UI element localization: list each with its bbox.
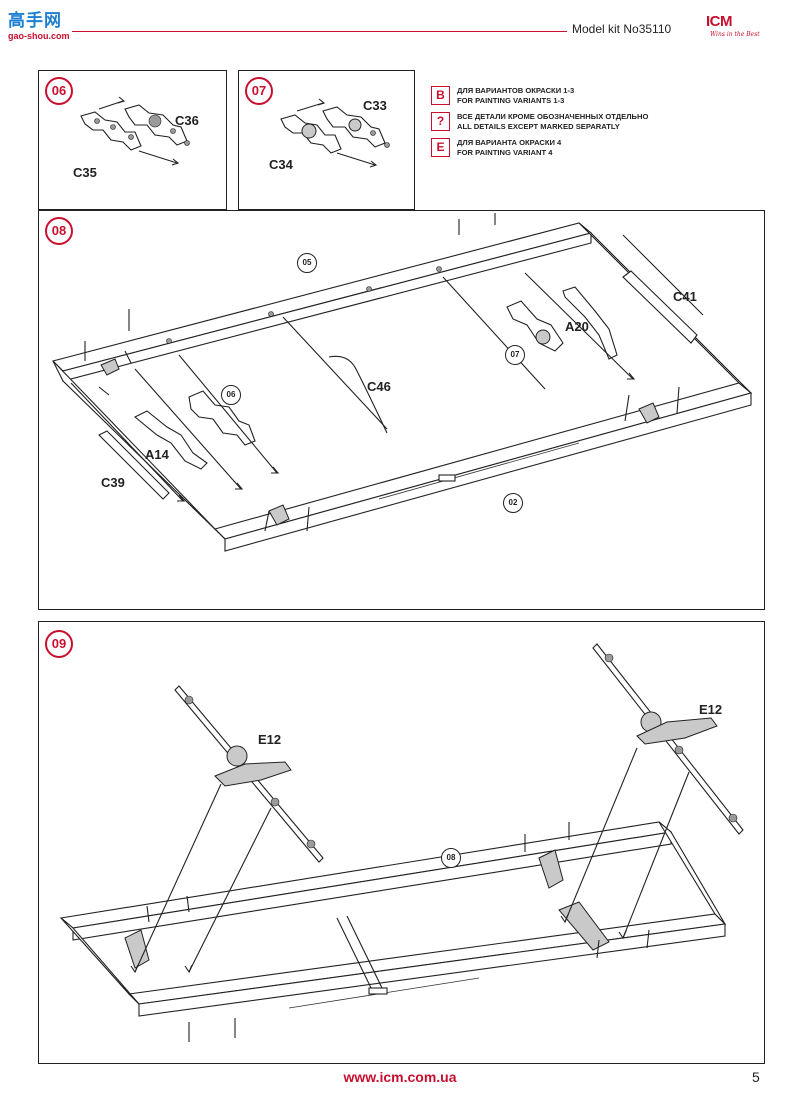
label-c35: C35 [73,165,97,180]
label-c46: C46 [367,379,391,394]
label-c34: C34 [269,157,293,172]
step-06-badge: 06 [45,77,73,105]
legend-ru: ДЛЯ ВАРИАНТОВ ОКРАСКИ 1-3 [457,86,575,95]
step-09-panel: 09 E12 E12 08 [38,621,765,1064]
footer-url[interactable]: www.icm.com.ua [343,1069,457,1085]
ref-06: 06 [221,385,241,405]
brand-name: ICM [706,13,733,30]
legend-symbol: ? [431,112,450,131]
legend-en: ALL DETAILS EXCEPT MARKED SEPARATLY [457,122,620,131]
legend-symbol: B [431,86,450,105]
step-07-panel: 07 C33 C34 [238,70,415,210]
header-rule [72,31,567,32]
step-09-badge: 09 [45,630,73,658]
label-a20: A20 [565,319,589,334]
model-kit-title: Model kit No35110 [572,22,672,36]
label-c33: C33 [363,98,387,113]
step-08-badge: 08 [45,217,73,245]
legend-en: FOR PAINTING VARIANTS 1-3 [457,96,565,105]
legend-ru: ДЛЯ ВАРИАНТА ОКРАСКИ 4 [457,138,562,147]
ref-05: 05 [297,253,317,273]
step-07-badge: 07 [245,77,273,105]
step-06-drawing [80,96,190,166]
brand-motto: Wins in the Best [710,31,760,38]
label-c41: C41 [673,289,697,304]
page-number: 5 [752,1069,760,1085]
step-06-panel: 06 C36 C35 [38,70,227,210]
watermark-logo: 高手网 gao-shou.com [8,6,72,42]
label-a14: A14 [145,447,169,462]
label-e12-left: E12 [258,732,282,747]
watermark-cn: 高手网 [8,11,62,31]
legend-ru: ВСЕ ДЕТАЛИ КРОМЕ ОБОЗНАЧЕННЫХ ОТДЕЛЬНО [457,112,649,121]
label-e12-right: E12 [699,702,723,717]
step-08-drawing [51,213,753,552]
legend-en: FOR PAINTING VARIANT 4 [457,148,553,157]
step-08-panel: 08 [38,210,765,610]
label-c39: C39 [101,475,125,490]
ref-07: 07 [505,345,525,365]
legend-symbol: E [431,138,450,157]
ref-08: 08 [441,848,461,868]
watermark-url: gao-shou.com [8,31,70,41]
ref-02: 02 [503,493,523,513]
label-c36: C36 [175,113,199,128]
step-09-drawing [59,643,744,1042]
step-07-drawing [280,98,390,168]
icm-logo: ICM Wins in the Best [706,14,776,60]
